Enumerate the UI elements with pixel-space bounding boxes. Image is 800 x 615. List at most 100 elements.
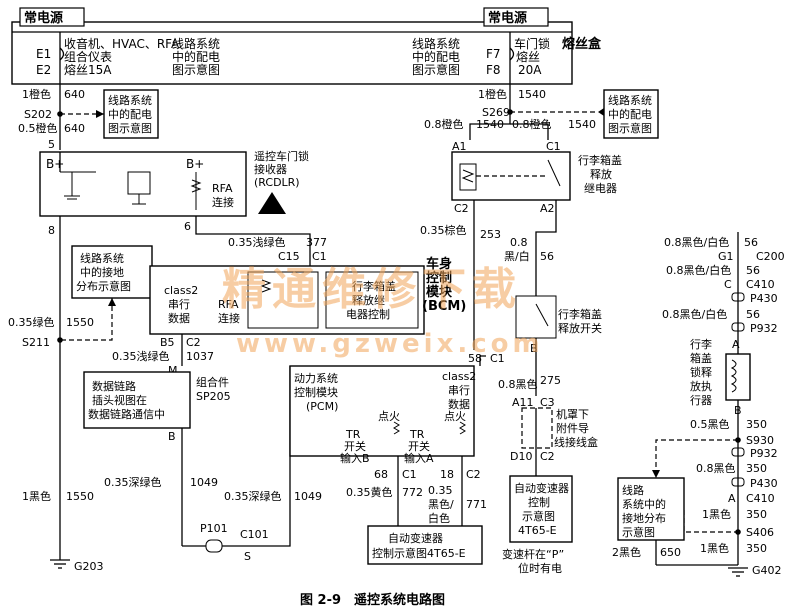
wire-08-black-r: 0.8黑色 bbox=[696, 461, 736, 475]
assembly-1: 组合件 bbox=[196, 375, 229, 389]
pcm-1: 动力系统 bbox=[294, 372, 338, 385]
gdist-3: 接地分布 bbox=[622, 512, 666, 525]
fuse-left-symbol bbox=[59, 47, 65, 61]
hood-3: 线接线盒 bbox=[554, 435, 598, 449]
wire-035-yellow: 0.35黄色 bbox=[346, 485, 393, 499]
tr-a-1: TR bbox=[409, 428, 425, 441]
rcdlr-title-1: 遥控车门锁 bbox=[254, 149, 309, 163]
pin-6: 6 bbox=[184, 220, 191, 233]
wire-08-orange-a: 0.8橙色 bbox=[424, 117, 464, 131]
circuit-640b: 640 bbox=[64, 122, 85, 135]
ref-box-right bbox=[603, 89, 659, 139]
gdist-4: 示意图 bbox=[622, 525, 655, 539]
wire-05-orange: 0.5橙色 bbox=[18, 121, 58, 135]
circuit-1540b: 1540 bbox=[476, 118, 504, 131]
circuit-1550b: 1550 bbox=[66, 490, 94, 503]
circuit-1550a: 1550 bbox=[66, 316, 94, 329]
pcm-class2-3: 数据 bbox=[448, 397, 470, 411]
fuse-left-label-3: 熔丝15A bbox=[64, 62, 112, 77]
circuit-1049b: 1049 bbox=[294, 490, 322, 503]
wire-035-dgreen-a: 0.35深绿色 bbox=[104, 475, 162, 489]
gear-p-2: 位时有电 bbox=[518, 561, 562, 575]
relay-label-1: 行李箱盖 bbox=[578, 153, 622, 167]
circuit-350c: 350 bbox=[746, 508, 767, 521]
ground-ref-2: 中的接地 bbox=[80, 265, 124, 279]
wire-1-orange: 1橙色 bbox=[22, 87, 51, 101]
pin-b-r: B bbox=[734, 404, 742, 417]
circuit-650: 650 bbox=[660, 546, 681, 559]
underhood-junction bbox=[521, 407, 553, 449]
pcm-3: (PCM) bbox=[306, 400, 338, 413]
relay-coil-winding bbox=[461, 169, 475, 183]
dlc-box bbox=[83, 371, 191, 429]
watermark-url: www.gzweix.com bbox=[236, 329, 544, 359]
rcdlr-rfa-1: RFA bbox=[212, 182, 233, 195]
wire-1-black-c: 1黑色 bbox=[700, 541, 729, 555]
gdist-2: 系统中的 bbox=[622, 497, 666, 511]
conn-p101: P101 bbox=[200, 522, 228, 535]
pcm-resistor-a bbox=[459, 421, 466, 435]
rcdlr-title-3: (RCDLR) bbox=[254, 176, 300, 189]
power-label-right-box bbox=[483, 7, 549, 27]
hood-2: 附件导 bbox=[556, 421, 589, 435]
wire-08-bw-1: 0.8 bbox=[510, 236, 528, 249]
trunk-switch-blade bbox=[535, 303, 549, 327]
conn-c410a: C410 bbox=[746, 278, 775, 291]
fuse-right-label-2: 熔丝 bbox=[516, 49, 540, 64]
pin-a-r2: A bbox=[728, 492, 736, 505]
ref-box-right-3: 图示意图 bbox=[608, 121, 652, 135]
fuse-left-label-2: 组合仪表 bbox=[64, 49, 112, 64]
connector-p430b bbox=[731, 477, 745, 487]
pcm-class2-2: 串行 bbox=[448, 384, 470, 397]
relay-label-3: 继电器 bbox=[584, 182, 617, 195]
tr-b-1: TR bbox=[345, 428, 361, 441]
circuit-68: 68 bbox=[374, 468, 388, 481]
conn-c101: C101 bbox=[240, 528, 269, 541]
splice-s930-label: S930 bbox=[746, 434, 774, 447]
wire-1540-b bbox=[510, 123, 549, 140]
wire-035-bw-2: 黑色/ bbox=[428, 497, 454, 511]
circuit-56c: 56 bbox=[746, 264, 760, 277]
dlc-1: 数据链路 bbox=[92, 379, 136, 393]
ref-dist-left-2: 中的配电 bbox=[172, 49, 220, 64]
circuit-18: 18 bbox=[440, 468, 454, 481]
circuit-253: 253 bbox=[480, 228, 501, 241]
pin-a11: A11 bbox=[512, 396, 534, 409]
wire-2-black: 2黑色 bbox=[612, 545, 641, 559]
trans-ref2-2: 控制 bbox=[528, 495, 550, 509]
fuse-right-label-3: 20A bbox=[518, 63, 542, 77]
conn-c2b: C2 bbox=[186, 336, 201, 349]
bcm-resistor bbox=[260, 279, 272, 293]
pin-a2: A2 bbox=[540, 202, 555, 215]
conn-p430a: P430 bbox=[750, 292, 778, 305]
pcm-module bbox=[289, 365, 475, 457]
rcdlr-bplus-1: B+ bbox=[46, 157, 64, 171]
r-wire-3: 0.8黑色/白色 bbox=[662, 307, 727, 321]
ref-box-left-2: 中的配电 bbox=[108, 107, 152, 121]
fuse-left-e2: E2 bbox=[36, 63, 51, 77]
wire-035-bw-3: 白色 bbox=[428, 511, 450, 525]
arrow-left-ref bbox=[96, 110, 104, 118]
ground-ref-box bbox=[71, 245, 153, 299]
fuse-right-f7: F7 bbox=[486, 47, 501, 61]
circuit-56b: 56 bbox=[744, 236, 758, 249]
tr-b-3: 输入B bbox=[340, 451, 370, 465]
trans-ref2-1: 自动变速器 bbox=[514, 481, 569, 495]
wire-1-black-b: 1黑色 bbox=[702, 507, 731, 521]
watermark-title: 精通维修下载 bbox=[222, 264, 522, 315]
bcm-rfa-circuit bbox=[247, 271, 319, 329]
rcdlr-rfa-2: 连接 bbox=[212, 196, 234, 209]
ref-dist-right-3: 图示意图 bbox=[412, 62, 460, 77]
power-label-right: 常电源 bbox=[488, 10, 527, 26]
ground-g402: G402 bbox=[752, 564, 782, 577]
gear-p-1: 变速杆在“P” bbox=[502, 547, 564, 561]
tr-a-2: 开关 bbox=[408, 439, 430, 453]
wire-035-bw-1: 0.35 bbox=[428, 484, 453, 497]
bcm-title-2: 控制 bbox=[426, 270, 452, 286]
gdist-link-2 bbox=[683, 510, 738, 533]
ground-ref-1: 线路系统 bbox=[80, 251, 124, 265]
conn-c410b: C410 bbox=[746, 492, 775, 505]
splice-s406-label: S406 bbox=[746, 526, 774, 539]
fuse-right-symbol bbox=[509, 47, 515, 61]
wire-p101-b bbox=[222, 366, 291, 547]
